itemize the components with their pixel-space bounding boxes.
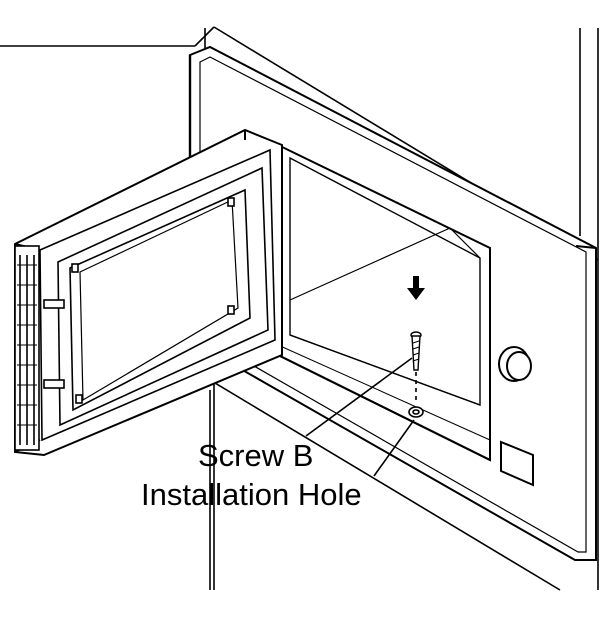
screw-b-label: Screw B: [198, 438, 313, 473]
installation-hole-label: Installation Hole: [141, 477, 362, 512]
oven-cavity: [277, 143, 491, 462]
screw-leader-line: [305, 357, 413, 437]
down-arrow-icon: [407, 276, 425, 300]
screw-icon: [410, 331, 422, 371]
hole-leader-line: [373, 419, 415, 477]
installation-hole: [408, 406, 424, 418]
leader-lines: [305, 357, 415, 477]
cabinet: [0, 26, 599, 591]
control-knob: [498, 346, 532, 382]
door-vent-edge: [14, 245, 40, 451]
oven-door: [14, 128, 283, 457]
door-latches: [43, 197, 235, 404]
display-window: [500, 440, 534, 487]
